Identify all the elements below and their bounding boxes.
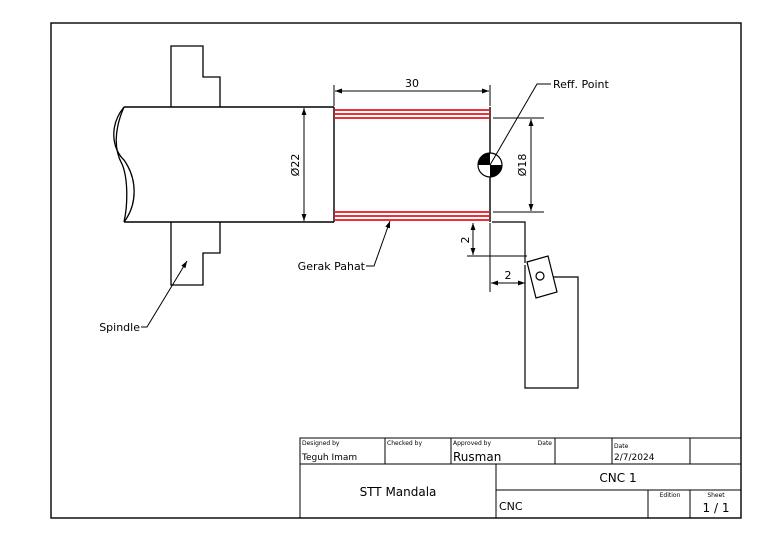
designed-by-label: Designed by (302, 440, 340, 447)
designed-by-value: Teguh Imam (301, 453, 357, 463)
sheet-value: 1 / 1 (703, 501, 730, 515)
dim-axial-offset-label: 2 (505, 269, 512, 282)
date-label-2: Date (614, 443, 629, 450)
date-value: 2/7/2024 (614, 453, 655, 463)
dimension-axial-offset (489, 223, 525, 292)
dimension-length (333, 85, 491, 106)
dim-inner-diameter-label: Ø18 (516, 154, 529, 177)
reff-point-label: Reff. Point (553, 78, 609, 91)
dim-radial-offset-label: 2 (459, 237, 472, 244)
spindle-chuck (170, 45, 221, 286)
spindle-leader (141, 260, 188, 328)
reference-point-icon (477, 152, 503, 178)
toolpath-lines (334, 109, 490, 221)
edition-label: Edition (660, 492, 681, 499)
approved-by-value: Rusman (453, 450, 501, 464)
dim-outer-diameter-label: Ø22 (289, 154, 302, 177)
drawing-subtitle: CNC (499, 500, 523, 513)
drawing-title: CNC 1 (599, 471, 636, 485)
dim-length-label: 30 (405, 77, 419, 90)
company-name: STT Mandala (360, 485, 437, 499)
workpiece (124, 106, 491, 223)
approved-by-label: Approved by (453, 440, 491, 447)
spindle-label: Spindle (99, 321, 140, 334)
dimension-inner-diameter (493, 117, 544, 213)
title-block (299, 437, 742, 519)
date-label-1: Date (538, 440, 553, 447)
dimension-radial-offset (467, 223, 527, 257)
checked-by-label: Checked by (387, 440, 422, 447)
gerak-pahat-label: Gerak Pahat (298, 260, 366, 273)
cutting-tool (492, 221, 579, 389)
break-line (113, 106, 135, 223)
sheet-label: Sheet (707, 492, 725, 499)
reff-point-leader (489, 83, 551, 166)
gerak-pahat-leader (366, 220, 391, 267)
